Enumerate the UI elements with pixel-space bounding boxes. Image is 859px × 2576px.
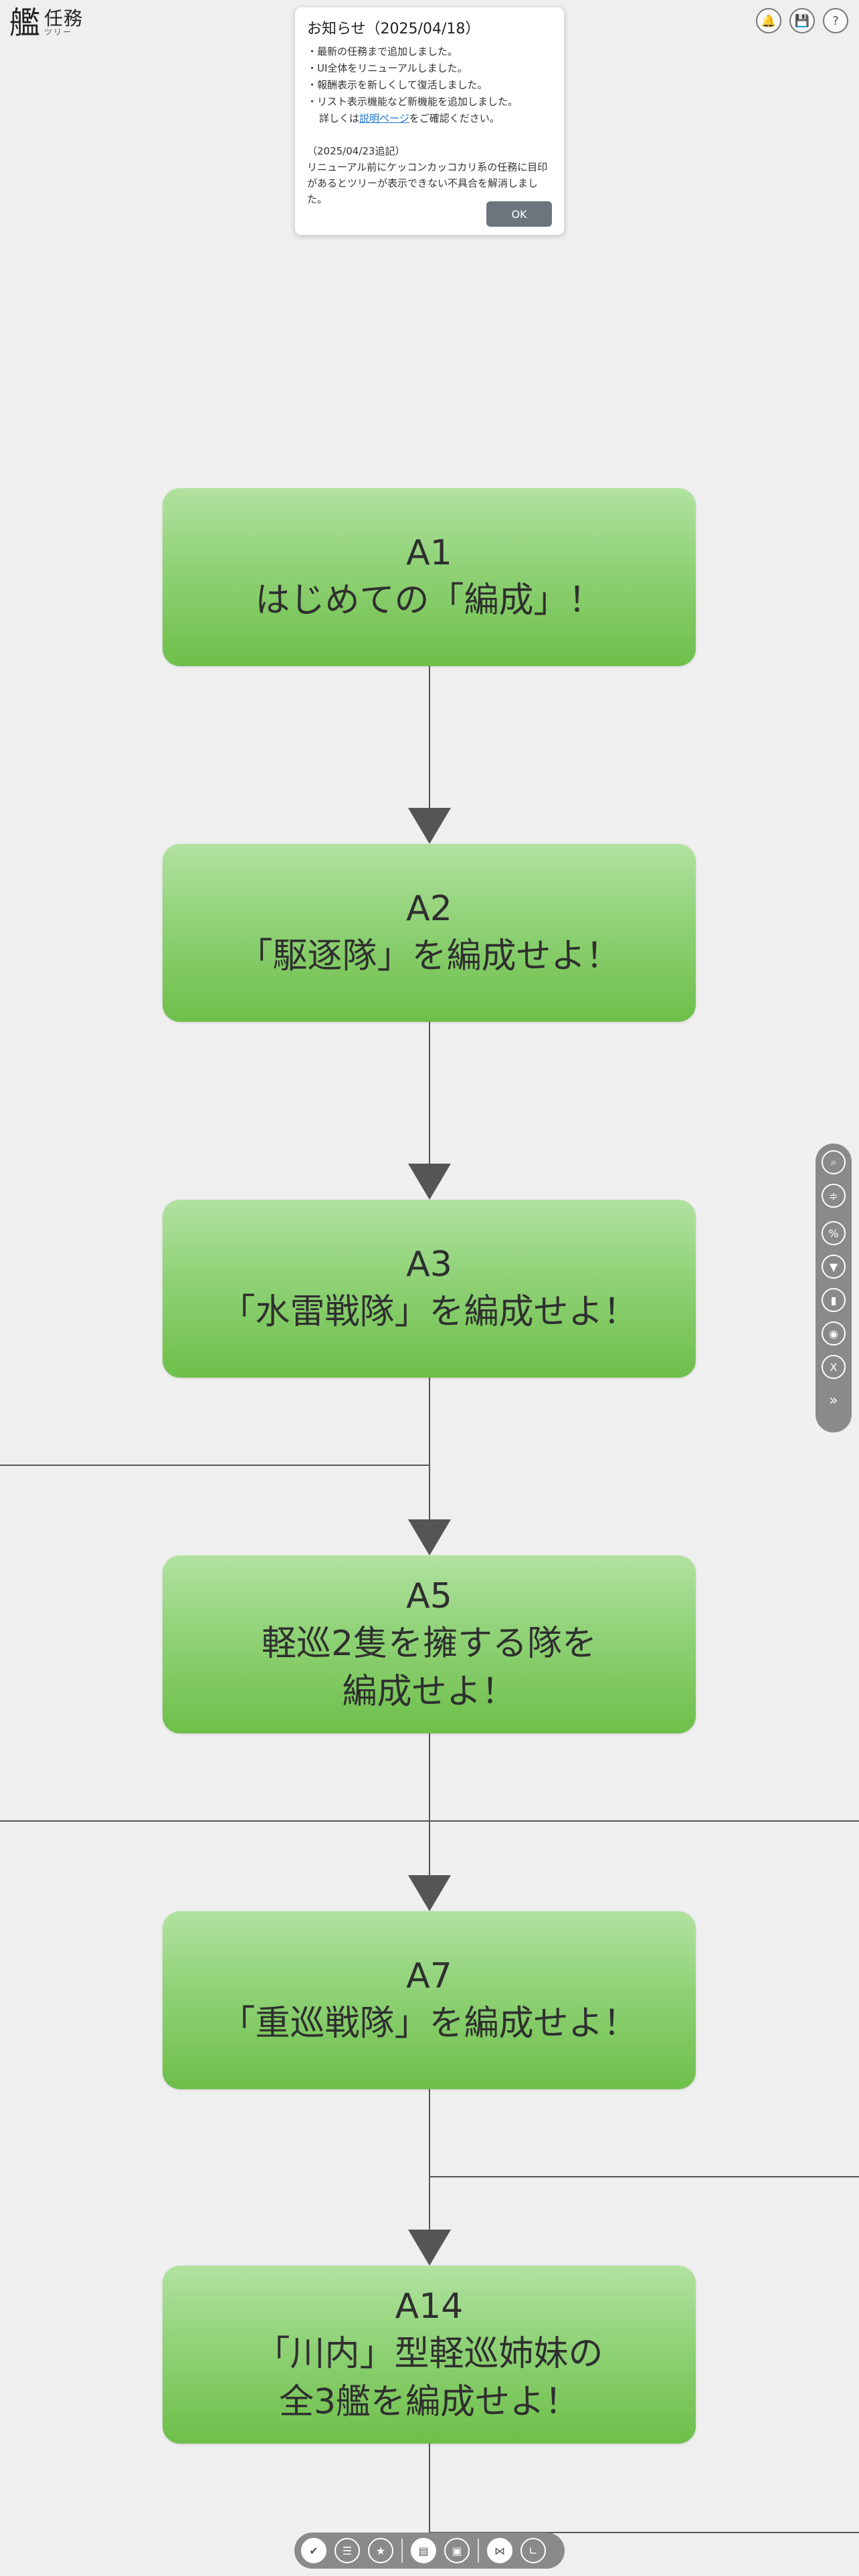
quest-node-a14[interactable]: A14 「川内」型軽巡姉妹の 全3艦を編成せよ！ [163, 2266, 696, 2444]
star-icon[interactable]: ★ [368, 2538, 393, 2563]
corner-icon[interactable]: ∟ [520, 2538, 546, 2563]
notice-title: お知らせ（2025/04/18） [307, 21, 480, 37]
logo-mark: 艦 [9, 5, 40, 41]
quest-id: A2 [406, 889, 452, 929]
document-icon[interactable]: ▤ [411, 2538, 436, 2563]
arrow-head [408, 2230, 451, 2266]
notice-dialog: お知らせ（2025/04/18） 最新の任務まで追加しました。 UI全体をリニュ… [294, 7, 565, 235]
logo-text: 任務 ツリー [44, 7, 84, 37]
divider [401, 2539, 403, 2563]
quest-node-a5[interactable]: A5 軽巡2隻を擁する隊を 編成せよ！ [163, 1555, 696, 1733]
ok-button[interactable]: OK [486, 201, 552, 227]
logo-sub-text: ツリー [44, 27, 73, 37]
help-page-link[interactable]: 説明ページ [359, 112, 409, 124]
quest-node-a3[interactable]: A3 「水雷戦隊」を編成せよ！ [163, 1200, 696, 1378]
list-icon[interactable]: ☰ [335, 2538, 360, 2563]
notice-item: 最新の任務まで追加しました。 [307, 43, 552, 60]
quest-title: 軽巡2隻を擁する隊を 編成せよ！ [261, 1624, 597, 1712]
side-toolbar: ⌕ ≑ % ▼ ▮ ◉ X » [816, 1144, 852, 1432]
percent-icon[interactable]: % [822, 1221, 846, 1245]
edge-a5-a7 [429, 1732, 430, 1875]
branch-line [0, 1820, 859, 1822]
branch-line [429, 2176, 859, 2177]
quest-title: 「重巡戦隊」を編成せよ！ [220, 2004, 638, 2044]
quest-id: A1 [406, 533, 452, 573]
branch-line [0, 1465, 430, 1466]
quest-title: 「駆逐隊」を編成せよ！ [237, 936, 621, 976]
arrow-head [408, 1519, 451, 1555]
quest-node-a7[interactable]: A7 「重巡戦隊」を編成せよ！ [163, 1911, 696, 2089]
notice-list: 最新の任務まで追加しました。 UI全体をリニューアルしました。 報酬表示を新しく… [307, 43, 552, 110]
tree-icon[interactable]: ⋈ [487, 2538, 512, 2563]
edge-a3-a5 [429, 1378, 430, 1519]
logo-main-text: 任務 [44, 7, 84, 29]
quest-title: 「川内」型軽巡姉妹の 全3艦を編成せよ！ [255, 2334, 603, 2422]
save-icon[interactable]: 💾 [789, 8, 815, 33]
search-icon[interactable]: ⌕ [822, 1150, 846, 1174]
notice-item: リスト表示機能など新機能を追加しました。 [307, 94, 552, 110]
notice-detail-prefix: 詳しくは [319, 112, 360, 124]
gift-icon[interactable]: ▣ [444, 2538, 470, 2563]
app-logo: 艦 任務 ツリー [9, 4, 83, 41]
quest-id: A3 [406, 1245, 452, 1285]
trash-icon[interactable]: ▮ [822, 1288, 846, 1312]
paint-icon[interactable]: ▼ [822, 1255, 846, 1279]
filter-icon[interactable]: ≑ [822, 1184, 846, 1208]
quest-title: はじめての「編成」！ [255, 580, 603, 621]
quest-node-a1[interactable]: A1 はじめての「編成」！ [163, 488, 696, 666]
quest-node-a2[interactable]: A2 「駆逐隊」を編成せよ！ [163, 844, 696, 1022]
edge-a1-a2 [429, 666, 430, 808]
bell-icon[interactable]: 🔔 [756, 8, 781, 33]
arrow-head [408, 1875, 451, 1911]
notice-addendum: （2025/04/23追記） リニューアル前にケッコンカッコカリ系の任務に目印が… [307, 143, 552, 207]
x-share-icon[interactable]: X [822, 1355, 846, 1379]
arrow-head [408, 1164, 451, 1200]
divider [478, 2539, 479, 2563]
notice-addendum-text: リニューアル前にケッコンカッコカリ系の任務に目印があるとツリーが表示できない不具… [307, 161, 548, 205]
notice-item: UI全体をリニューアルしました。 [307, 60, 552, 77]
collapse-icon[interactable]: » [829, 1392, 838, 1409]
notice-addendum-date: （2025/04/23追記） [307, 145, 405, 157]
notice-item: 報酬表示を新しくして復活しました。 [307, 77, 552, 94]
check-icon[interactable]: ✔ [301, 2538, 326, 2563]
help-icon[interactable]: ? [823, 8, 848, 33]
edge-a14-next [429, 2442, 430, 2533]
quest-id: A7 [406, 1956, 452, 1996]
camera-icon[interactable]: ◉ [822, 1321, 846, 1346]
edge-a7-a14 [429, 2088, 430, 2230]
edge-a2-a3 [429, 1022, 430, 1164]
quest-id: A5 [406, 1576, 452, 1616]
notice-detail: 詳しくは説明ページをご確認ください。 [307, 110, 552, 127]
quest-title: 「水雷戦隊」を編成せよ！ [220, 1292, 638, 1332]
bottom-toolbar: ✔ ☰ ★ ▤ ▣ ⋈ ∟ [294, 2533, 565, 2569]
quest-id: A14 [395, 2286, 464, 2327]
notice-detail-suffix: をご確認ください。 [409, 112, 500, 124]
arrow-head [408, 808, 451, 844]
top-toolbar: 🔔 💾 ? [756, 8, 848, 33]
branch-line [429, 2532, 859, 2533]
